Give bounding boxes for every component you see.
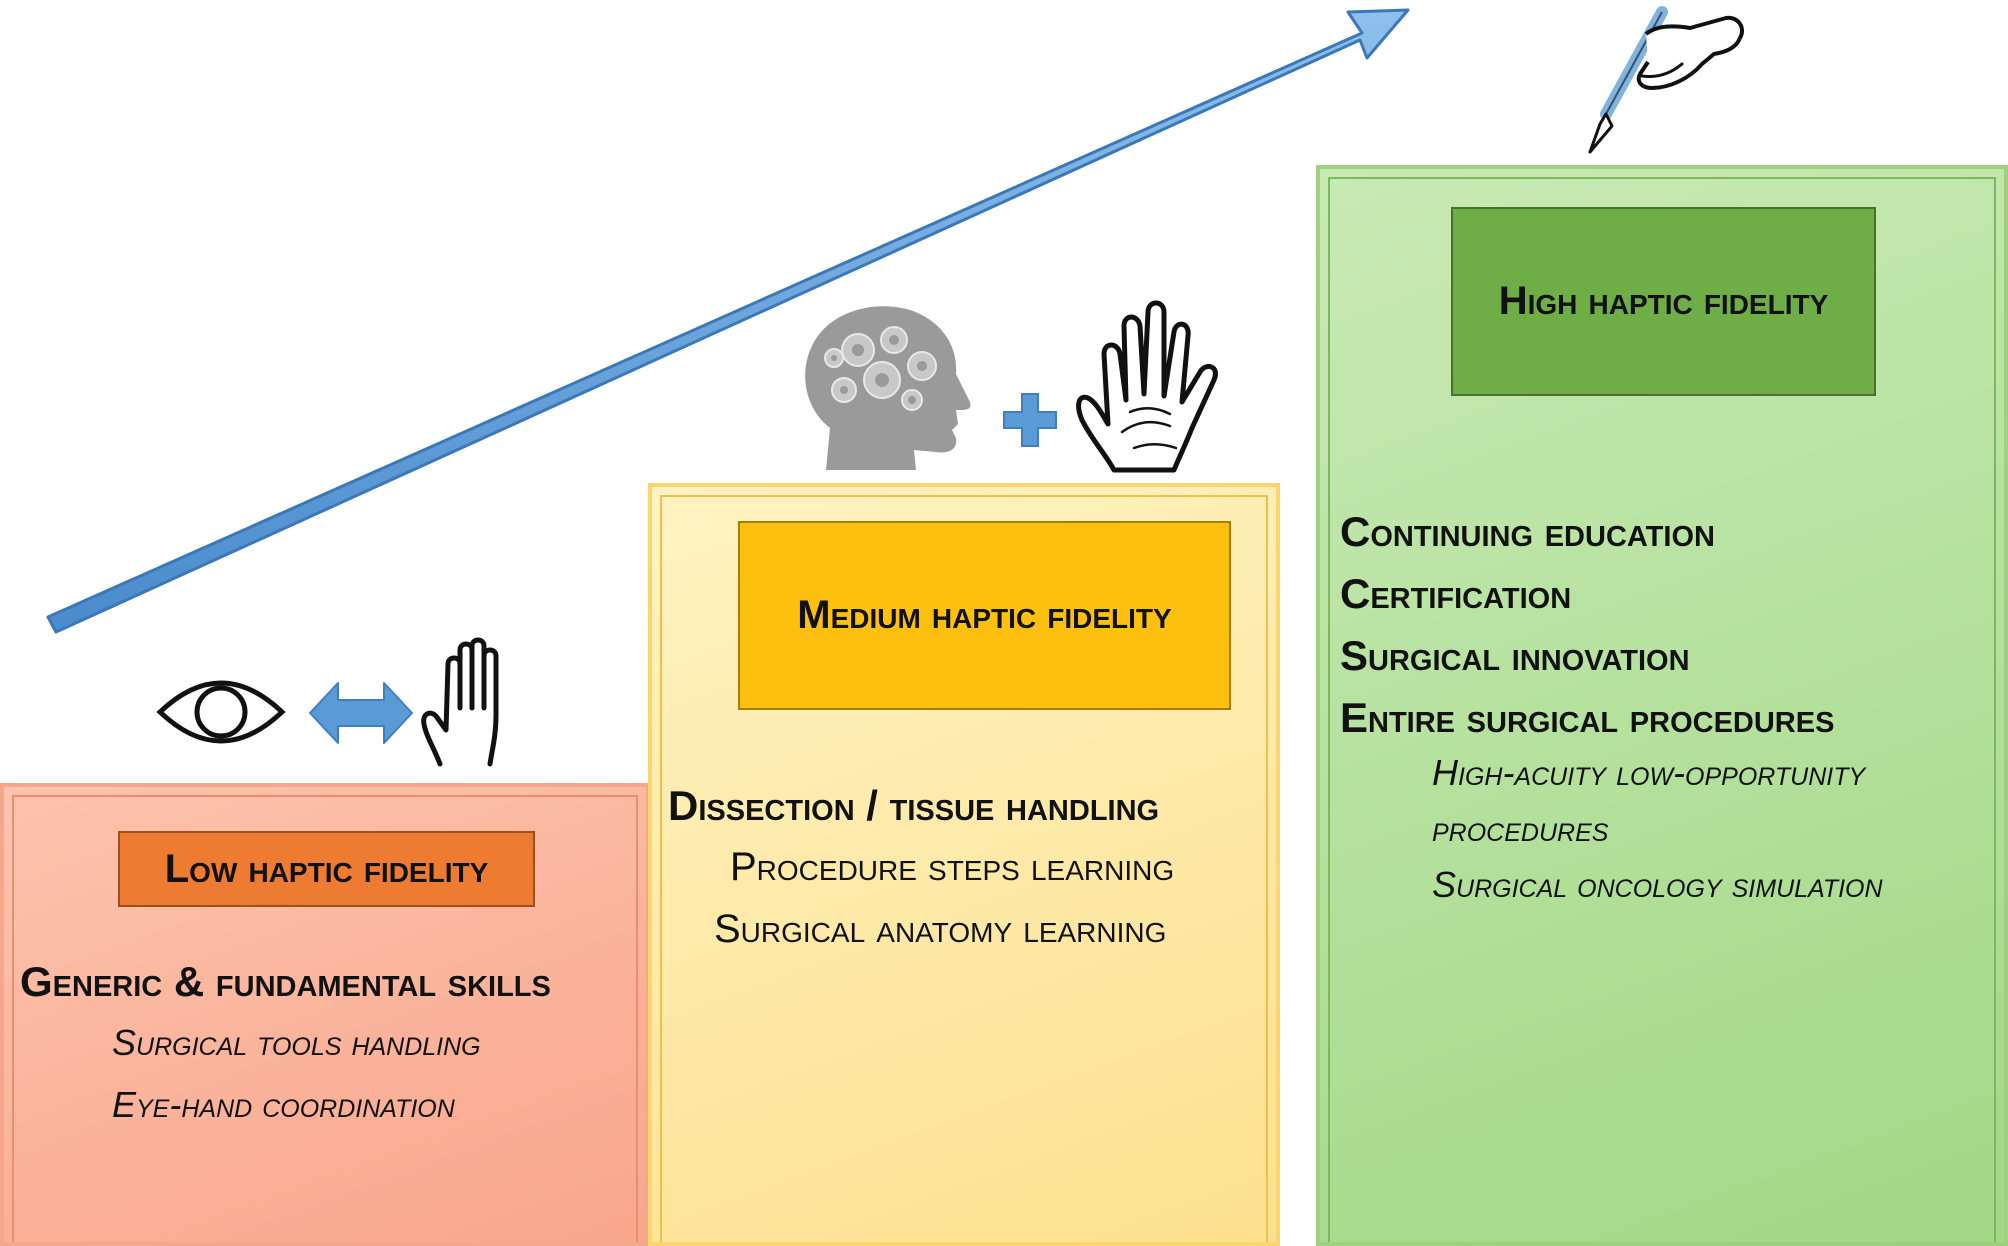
high-item: Surgical oncology simulation bbox=[1432, 864, 1883, 905]
high-heading: Certification bbox=[1340, 570, 1572, 617]
medium-fidelity-title: Medium haptic fidelity bbox=[738, 521, 1231, 710]
high-item: procedures bbox=[1432, 808, 1609, 849]
high-heading: Surgical innovation bbox=[1340, 632, 1690, 679]
open-palm-icon bbox=[1076, 300, 1218, 473]
plus-icon bbox=[1003, 393, 1057, 447]
brain-gears-head-icon bbox=[805, 306, 971, 470]
low-fidelity-title: Low haptic fidelity bbox=[118, 831, 535, 907]
eye-icon bbox=[156, 680, 286, 744]
medium-item: Surgical anatomy learning bbox=[714, 907, 1167, 951]
raised-hand-icon bbox=[421, 637, 499, 767]
low-item: Eye-hand coordination bbox=[112, 1084, 455, 1125]
high-item: High-acuity low-opportunity bbox=[1432, 752, 1866, 793]
medium-heading: Dissection / tissue handling bbox=[668, 782, 1160, 829]
hand-scalpel-icon bbox=[1588, 6, 1745, 154]
double-arrow-icon bbox=[309, 682, 413, 744]
medium-item: Procedure steps learning bbox=[730, 845, 1175, 889]
low-heading: Generic & fundamental skills bbox=[20, 958, 551, 1005]
high-fidelity-title: High haptic fidelity bbox=[1451, 207, 1876, 396]
low-item: Surgical tools handling bbox=[112, 1022, 481, 1063]
high-heading: Entire surgical procedures bbox=[1340, 694, 1835, 741]
high-heading: Continuing education bbox=[1340, 508, 1715, 555]
